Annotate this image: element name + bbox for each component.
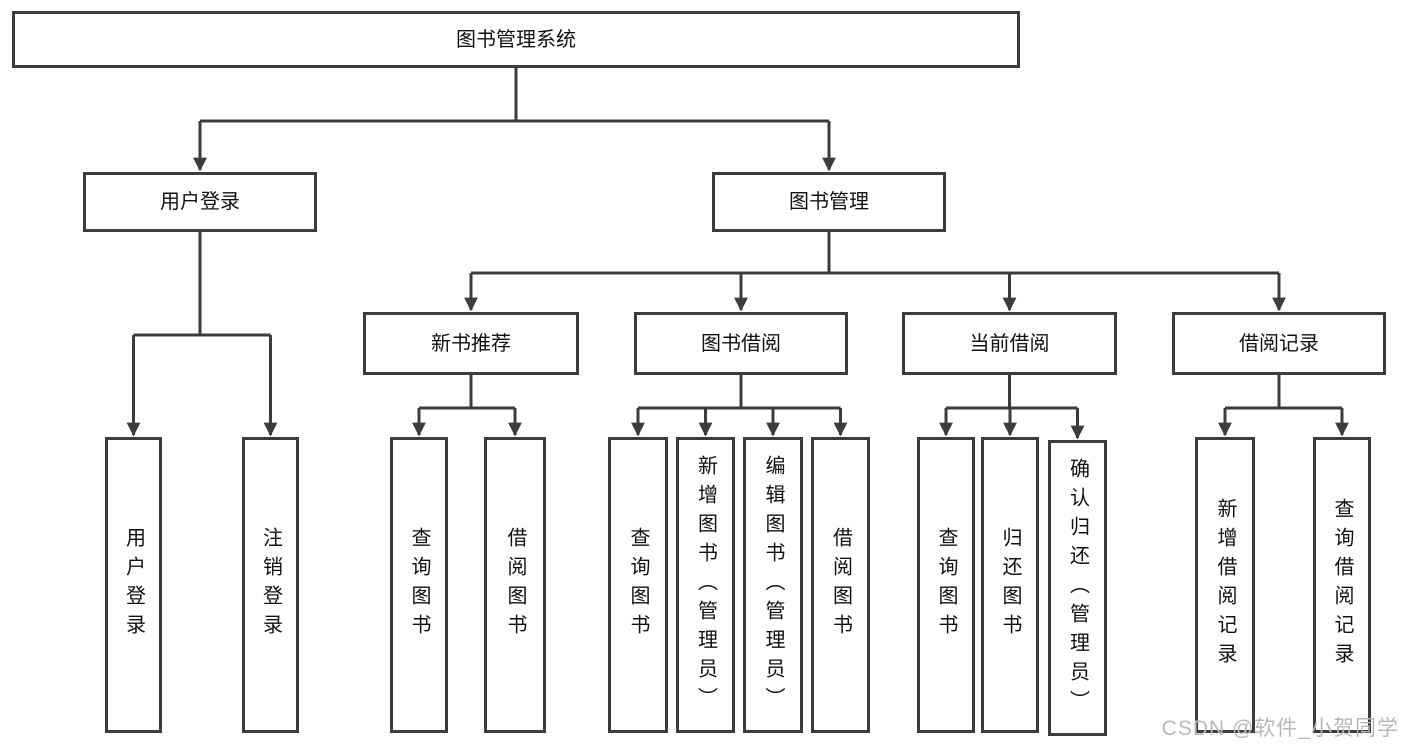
connector-book-mgmt-trunk: [471, 232, 1279, 275]
node-leaf-user-login: 用户登录: [105, 437, 162, 733]
node-book-borrow: 图书借阅: [634, 312, 848, 375]
node-leaf-borrow-book-2: 借阅图书: [811, 437, 870, 733]
node-new-book-rec: 新书推荐: [363, 312, 579, 375]
node-leaf-query-book-1: 查询图书: [390, 437, 448, 733]
connector-book-borrow-trunk: [638, 375, 841, 410]
connector-current-borrow-trunk: [946, 375, 1078, 410]
node-leaf-add-record: 新增借阅记录: [1195, 437, 1255, 733]
node-leaf-logout: 注销登录: [242, 437, 299, 733]
node-root: 图书管理系统: [12, 11, 1020, 68]
node-leaf-return-book: 归还图书: [981, 437, 1039, 733]
node-leaf-query-record: 查询借阅记录: [1313, 437, 1371, 733]
node-leaf-borrow-book-1: 借阅图书: [484, 437, 546, 733]
node-leaf-query-book-3: 查询图书: [917, 437, 975, 733]
node-leaf-confirm-return: 确认归还（管理员）: [1048, 440, 1107, 736]
node-user-login: 用户登录: [83, 172, 317, 232]
node-borrow-record: 借阅记录: [1172, 312, 1386, 375]
node-book-mgmt: 图书管理: [712, 172, 946, 232]
node-leaf-edit-book: 编辑图书（管理员）: [743, 437, 803, 733]
node-leaf-add-book: 新增图书（管理员）: [676, 437, 735, 733]
connector-new-book-rec-trunk: [419, 375, 515, 410]
connector-root-trunk: [200, 68, 829, 123]
node-leaf-query-book-2: 查询图书: [608, 437, 668, 733]
connector-borrow-record-trunk: [1225, 375, 1342, 410]
connector-user-login-trunk: [133, 232, 271, 337]
node-current-borrow: 当前借阅: [902, 312, 1117, 375]
